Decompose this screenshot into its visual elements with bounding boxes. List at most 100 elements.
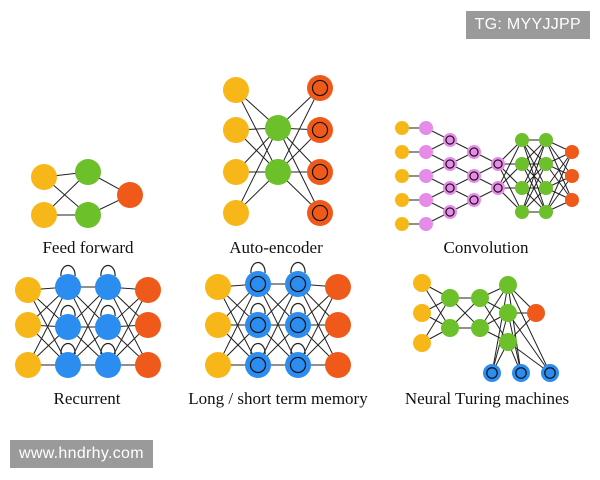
recurrent-loop bbox=[60, 342, 76, 355]
recurrent-loop bbox=[60, 264, 76, 277]
neural-turing-machines-node-ring bbox=[544, 367, 556, 379]
convolution-node bbox=[443, 181, 457, 195]
convolution-edge bbox=[521, 139, 547, 189]
convolution-node bbox=[419, 217, 433, 231]
lstm-node bbox=[325, 352, 351, 378]
convolution-node-ring bbox=[445, 183, 455, 193]
convolution-node bbox=[515, 181, 529, 195]
convolution-node bbox=[491, 157, 505, 171]
auto-encoder-node bbox=[307, 159, 333, 185]
convolution-node bbox=[419, 193, 433, 207]
convolution-node bbox=[539, 157, 553, 171]
neural-turing-machines-node bbox=[441, 289, 459, 307]
nodes bbox=[15, 75, 579, 382]
neural-turing-machines-node bbox=[499, 276, 517, 294]
auto-encoder-edge bbox=[235, 89, 279, 173]
lstm-node-ring bbox=[249, 316, 267, 334]
convolution-node bbox=[395, 169, 409, 183]
lstm-node bbox=[245, 271, 271, 297]
lstm-node bbox=[205, 352, 231, 378]
lstm-loop bbox=[250, 261, 266, 274]
feed-forward-node bbox=[75, 159, 101, 185]
lstm-node bbox=[325, 274, 351, 300]
lstm-node bbox=[325, 312, 351, 338]
neural-turing-machines-node bbox=[471, 319, 489, 337]
lstm-node bbox=[285, 271, 311, 297]
convolution-edge bbox=[545, 151, 573, 189]
auto-encoder-node bbox=[223, 117, 249, 143]
auto-encoder-edge bbox=[235, 127, 279, 214]
lstm-node-ring bbox=[289, 316, 307, 334]
lstm-node bbox=[245, 352, 271, 378]
neural-turing-machines-edge bbox=[507, 312, 551, 374]
lstm-loop bbox=[250, 302, 266, 315]
auto-encoder-node bbox=[223, 77, 249, 103]
neural-turing-machines-node bbox=[441, 319, 459, 337]
neural-turing-machines-node bbox=[483, 364, 501, 382]
neural-turing-machines-edge bbox=[507, 284, 522, 374]
convolution-node bbox=[395, 145, 409, 159]
convolution-node bbox=[467, 193, 481, 207]
feed-forward-node bbox=[31, 202, 57, 228]
feed-forward-node bbox=[31, 164, 57, 190]
convolution-node-ring bbox=[493, 183, 503, 193]
convolution-node bbox=[443, 157, 457, 171]
watermark-top: TG: MYYJJPP bbox=[465, 11, 590, 39]
recurrent-node bbox=[95, 314, 121, 340]
convolution-node bbox=[539, 133, 553, 147]
convolution-node bbox=[419, 121, 433, 135]
recurrent-loop bbox=[100, 304, 116, 317]
neural-turing-machines-node bbox=[471, 289, 489, 307]
recurrent-node bbox=[55, 274, 81, 300]
neural-turing-machines-node bbox=[499, 304, 517, 322]
convolution-node bbox=[565, 145, 579, 159]
recurrent-node bbox=[95, 274, 121, 300]
recurrent-node bbox=[15, 277, 41, 303]
auto-encoder-node-ring bbox=[311, 204, 329, 222]
recurrent-node bbox=[135, 277, 161, 303]
label-feed-forward: Feed forward bbox=[42, 238, 134, 257]
auto-encoder-node bbox=[265, 115, 291, 141]
convolution-node-ring bbox=[445, 159, 455, 169]
convolution-edge bbox=[521, 139, 547, 213]
convolution-node bbox=[395, 193, 409, 207]
neural-turing-machines-edge bbox=[507, 284, 551, 374]
feed-forward-node bbox=[117, 182, 143, 208]
convolution-node bbox=[491, 181, 505, 195]
convolution-edge bbox=[545, 175, 573, 213]
neural-turing-machines-node bbox=[527, 304, 545, 322]
neural-turing-machines-node bbox=[499, 333, 517, 351]
neural-turing-machines-node bbox=[413, 304, 431, 322]
convolution-node bbox=[539, 181, 553, 195]
convolution-node bbox=[565, 169, 579, 183]
neural-turing-machines-node-ring bbox=[486, 367, 498, 379]
neural-turing-machines-edge bbox=[491, 284, 509, 374]
auto-encoder-node bbox=[307, 75, 333, 101]
label-convolution: Convolution bbox=[443, 238, 529, 257]
lstm-node-ring bbox=[289, 275, 307, 293]
lstm-node-ring bbox=[249, 356, 267, 374]
recurrent-node bbox=[135, 352, 161, 378]
auto-encoder-node bbox=[265, 159, 291, 185]
auto-encoder-node bbox=[223, 159, 249, 185]
lstm-node bbox=[285, 352, 311, 378]
watermark-bottom: www.hndrhy.com bbox=[10, 440, 153, 468]
lstm-node bbox=[285, 312, 311, 338]
convolution-edge bbox=[545, 151, 573, 213]
recurrent-loop bbox=[60, 304, 76, 317]
convolution-node bbox=[515, 157, 529, 171]
neural-turing-machines-node bbox=[541, 364, 559, 382]
neural-turing-machines-node bbox=[413, 334, 431, 352]
recurrent-node bbox=[135, 312, 161, 338]
neural-turing-machines-node bbox=[413, 274, 431, 292]
feed-forward-node bbox=[75, 202, 101, 228]
convolution-edge bbox=[521, 163, 547, 213]
auto-encoder-node bbox=[307, 117, 333, 143]
label-lstm: Long / short term memory bbox=[188, 389, 368, 408]
lstm-node bbox=[205, 312, 231, 338]
convolution-node bbox=[419, 169, 433, 183]
convolution-edge bbox=[497, 139, 523, 189]
recurrent-edge bbox=[27, 286, 69, 366]
lstm-node bbox=[245, 312, 271, 338]
